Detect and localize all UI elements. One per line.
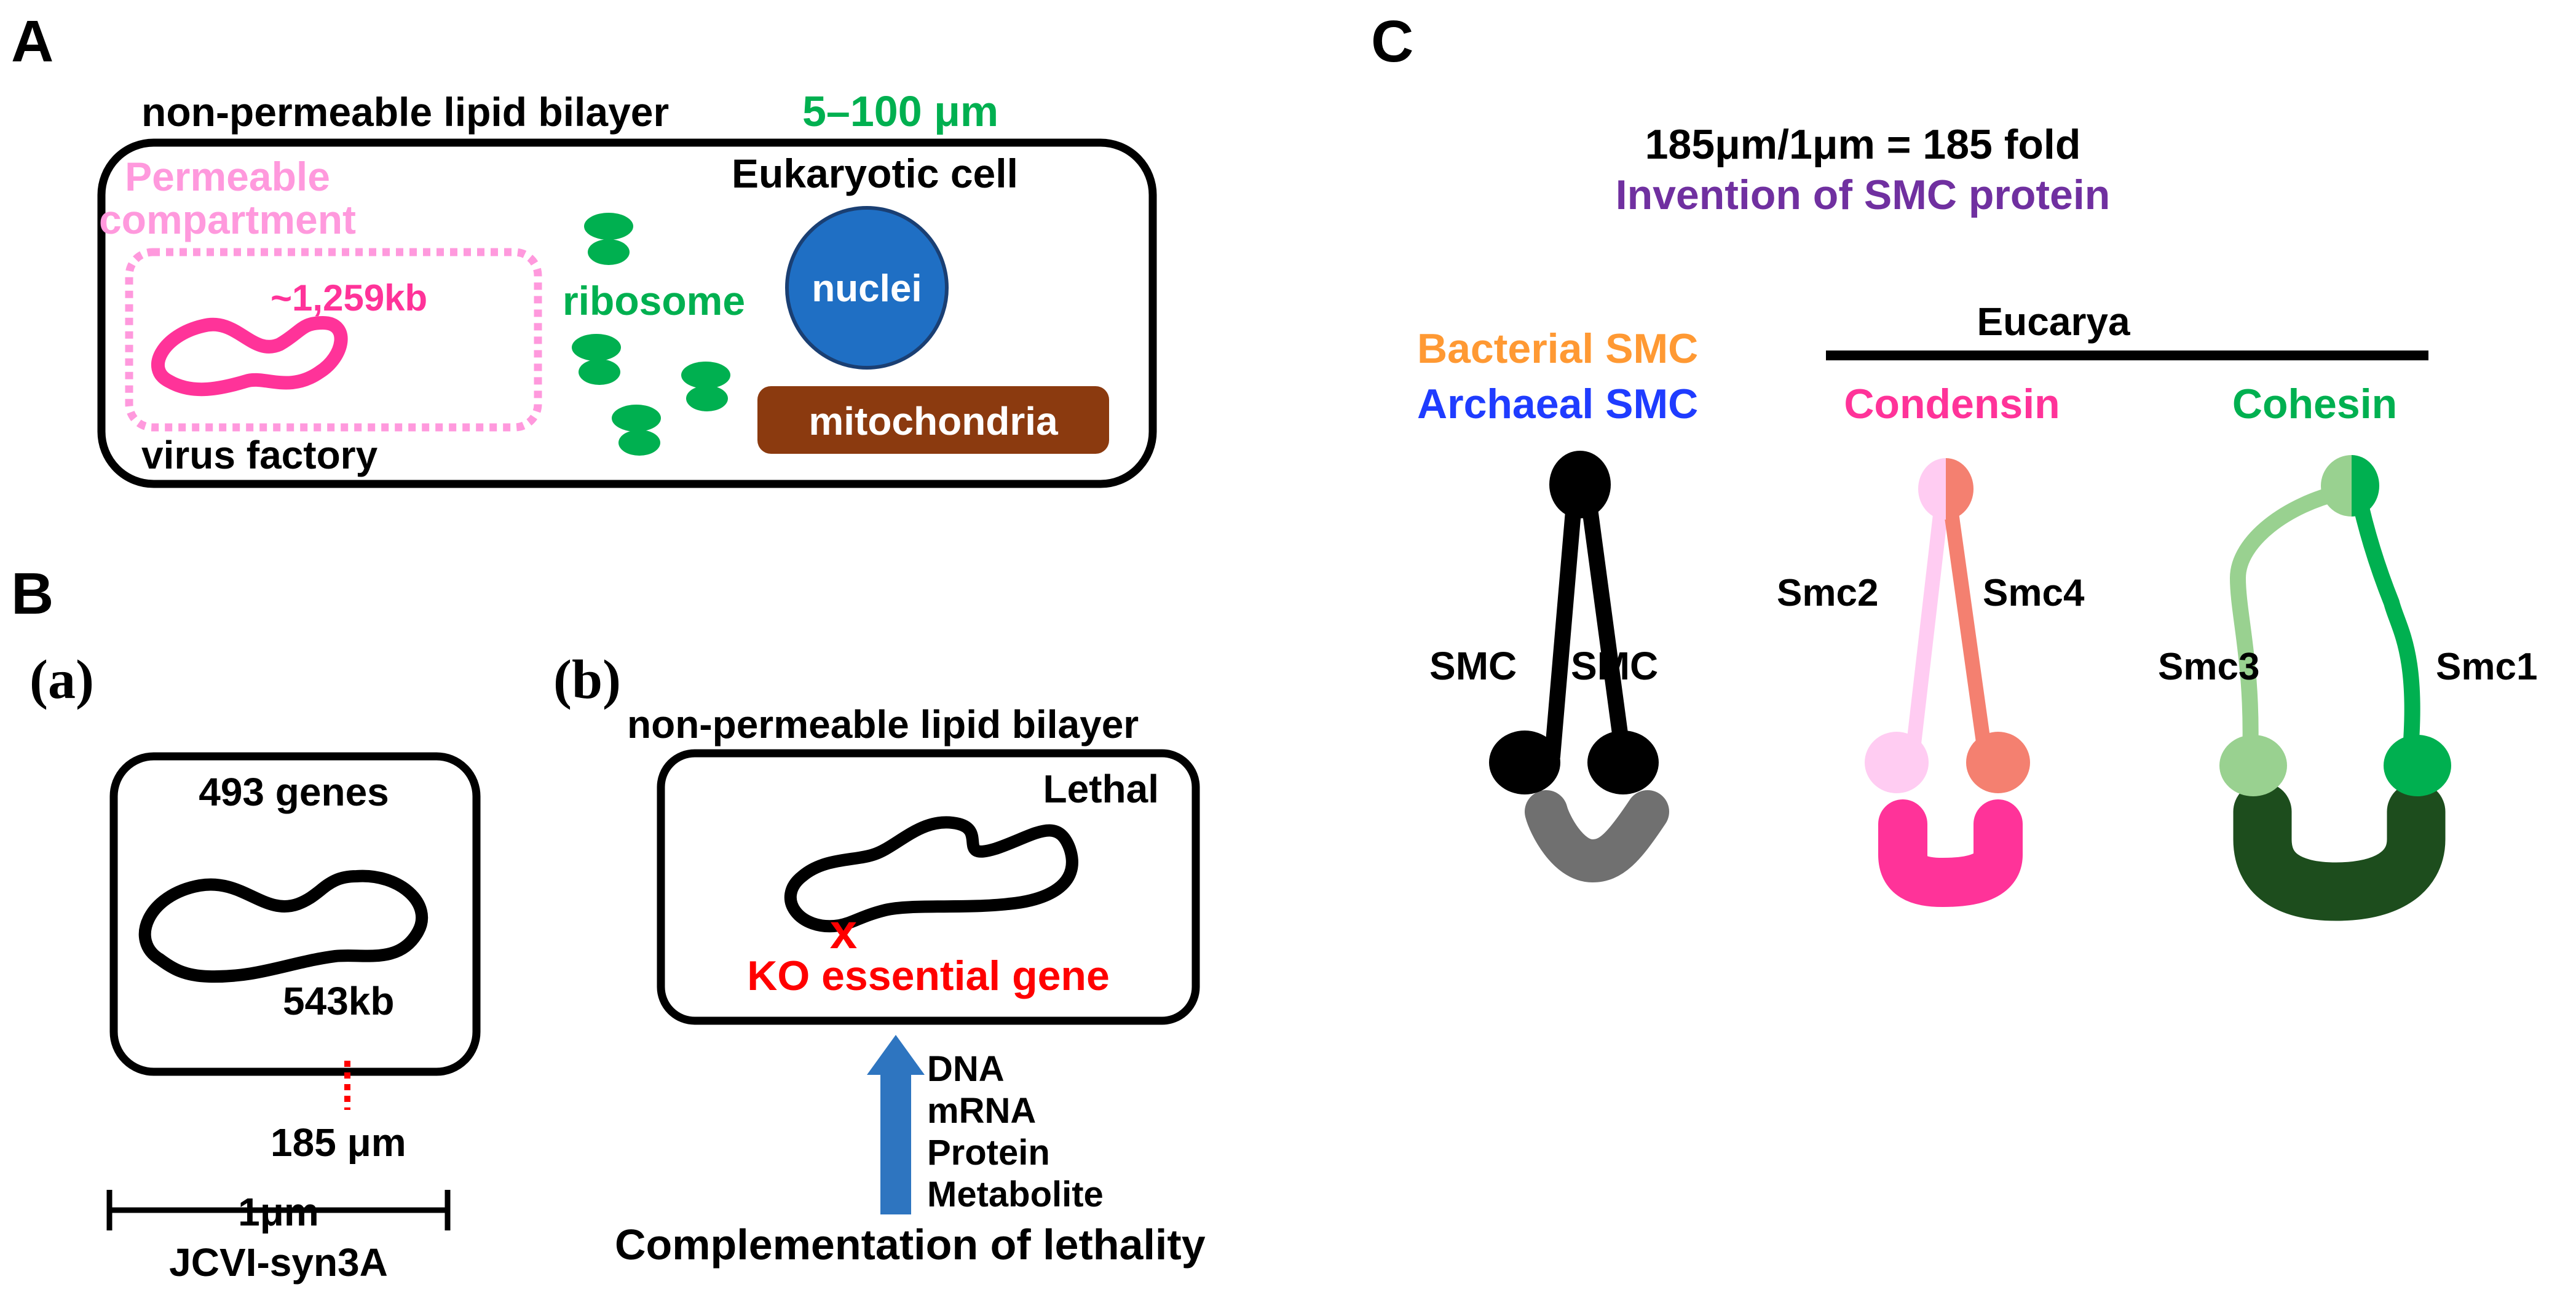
smc2-label: Smc2 [1777, 572, 1878, 614]
condensin-kleisin [1878, 799, 2023, 908]
membrane-label-a: non-permeable lipid bilayer [141, 89, 669, 135]
ribosome-cluster [572, 213, 730, 456]
panel-b-letter: B [11, 561, 53, 627]
membrane-label-b: non-permeable lipid bilayer [627, 702, 1139, 747]
virus-genome-loop [151, 316, 348, 397]
gene-count: 493 genes [199, 770, 389, 814]
virus-factory-label: virus factory [141, 433, 378, 477]
scale-bar-label: 1μm [238, 1190, 319, 1234]
bacterial-smc-label: Bacterial SMC [1417, 325, 1698, 372]
smc-arm-left [1544, 496, 1582, 764]
smc1-arm [2350, 484, 2420, 764]
subpanel-a-letter: (a) [30, 649, 94, 710]
virus-genome-size: ~1,259kb [271, 277, 427, 319]
smc1-head [2384, 735, 2451, 796]
smc4-label: Smc4 [1983, 572, 2085, 614]
smc3-hinge [2321, 455, 2352, 517]
molecule-protein: Protein [927, 1133, 1050, 1173]
condensin-label: Condensin [1844, 381, 2060, 427]
smc-head-left [1489, 731, 1560, 794]
scale-bar [106, 1190, 451, 1230]
eukaryotic-cell-label: Eukaryotic cell [732, 151, 1018, 196]
smc4-hinge [1946, 458, 1973, 520]
prokaryotic-smc-dimer [1489, 451, 1669, 883]
panel-c-letter: C [1371, 9, 1413, 74]
smc2-head [1865, 732, 1929, 793]
ko-genome-loop [784, 816, 1078, 933]
eucarya-bar [1826, 350, 2428, 360]
smc3-head [2219, 735, 2287, 796]
fold-label: 185μm/1μm = 185 fold [1645, 121, 2081, 168]
smc-label-right: SMC [1571, 644, 1658, 688]
invention-label: Invention of SMC protein [1616, 172, 2111, 218]
molecule-dna: DNA [927, 1049, 1005, 1089]
panel-b: B (a) 493 genes 543kb 185 μm 1μm JCVI-sy… [11, 561, 1206, 1285]
ribosome-icon [572, 334, 621, 385]
smc-label-left: SMC [1429, 644, 1517, 688]
ko-cell-outline [657, 749, 1200, 1025]
ribosome-icon [612, 405, 661, 456]
panel-a: A non-permeable lipid bilayer 5–100 μm E… [11, 9, 1157, 488]
smc4-head [1966, 732, 2030, 793]
cell-size-label: 5–100 μm [802, 87, 998, 135]
smc2-arm [1905, 497, 1949, 767]
molecule-mrna: mRNA [927, 1091, 1036, 1131]
permeable-compartment [125, 248, 542, 432]
subpanel-b-letter: (b) [553, 649, 621, 710]
lethal-label: Lethal [1043, 767, 1159, 811]
jcvi-genome-size: 543kb [283, 979, 394, 1023]
eukaryotic-cell-outline [97, 138, 1157, 488]
panel-c: C 185μm/1μm = 185 fold Invention of SMC … [1371, 9, 2537, 921]
permeable-label-line1: Permeable [125, 154, 330, 199]
archaeal-smc-label: Archaeal SMC [1417, 381, 1698, 427]
smc1-label: Smc1 [2436, 646, 2537, 688]
cohesin-label: Cohesin [2232, 381, 2397, 427]
nucleus-icon [785, 206, 949, 370]
ribosome-icon [584, 213, 633, 265]
ko-mark: x [830, 904, 858, 959]
complementation-arrow [867, 1035, 925, 1214]
smc-arm-right [1581, 496, 1631, 764]
molecule-metabolite: Metabolite [927, 1174, 1104, 1214]
ribosome-label: ribosome [563, 278, 745, 323]
permeable-label-line2: compartment [99, 197, 356, 242]
smc-kleisin-hinge [1525, 790, 1669, 883]
mitochondria-label: mitochondria [808, 399, 1058, 443]
panel-a-letter: A [11, 9, 53, 74]
mitochondria-icon [757, 386, 1109, 454]
smc1-hinge [2352, 455, 2379, 517]
organism-label: JCVI-syn3A [169, 1240, 388, 1285]
smc4-arm [1943, 497, 1993, 767]
smc3-arm [2229, 484, 2350, 764]
condensin-complex [1865, 458, 2030, 908]
smc2-hinge [1918, 458, 1946, 520]
ko-essential-gene-label: KO essential gene [747, 952, 1110, 999]
cohesin-kleisin [2233, 782, 2446, 921]
smc-hinge-head [1549, 451, 1611, 518]
jcvi-genome-loop [138, 869, 429, 983]
jcvi-cell-outline [109, 752, 481, 1076]
smc-head-right [1587, 731, 1659, 794]
nuclei-label: nuclei [812, 267, 922, 310]
ribosome-icon [681, 362, 730, 411]
cohesin-complex [2219, 455, 2451, 921]
dna-length-label: 185 μm [271, 1120, 406, 1165]
complementation-label: Complementation of lethality [615, 1221, 1206, 1269]
smc3-label: Smc3 [2158, 646, 2259, 688]
eucarya-label: Eucarya [1977, 299, 2130, 344]
